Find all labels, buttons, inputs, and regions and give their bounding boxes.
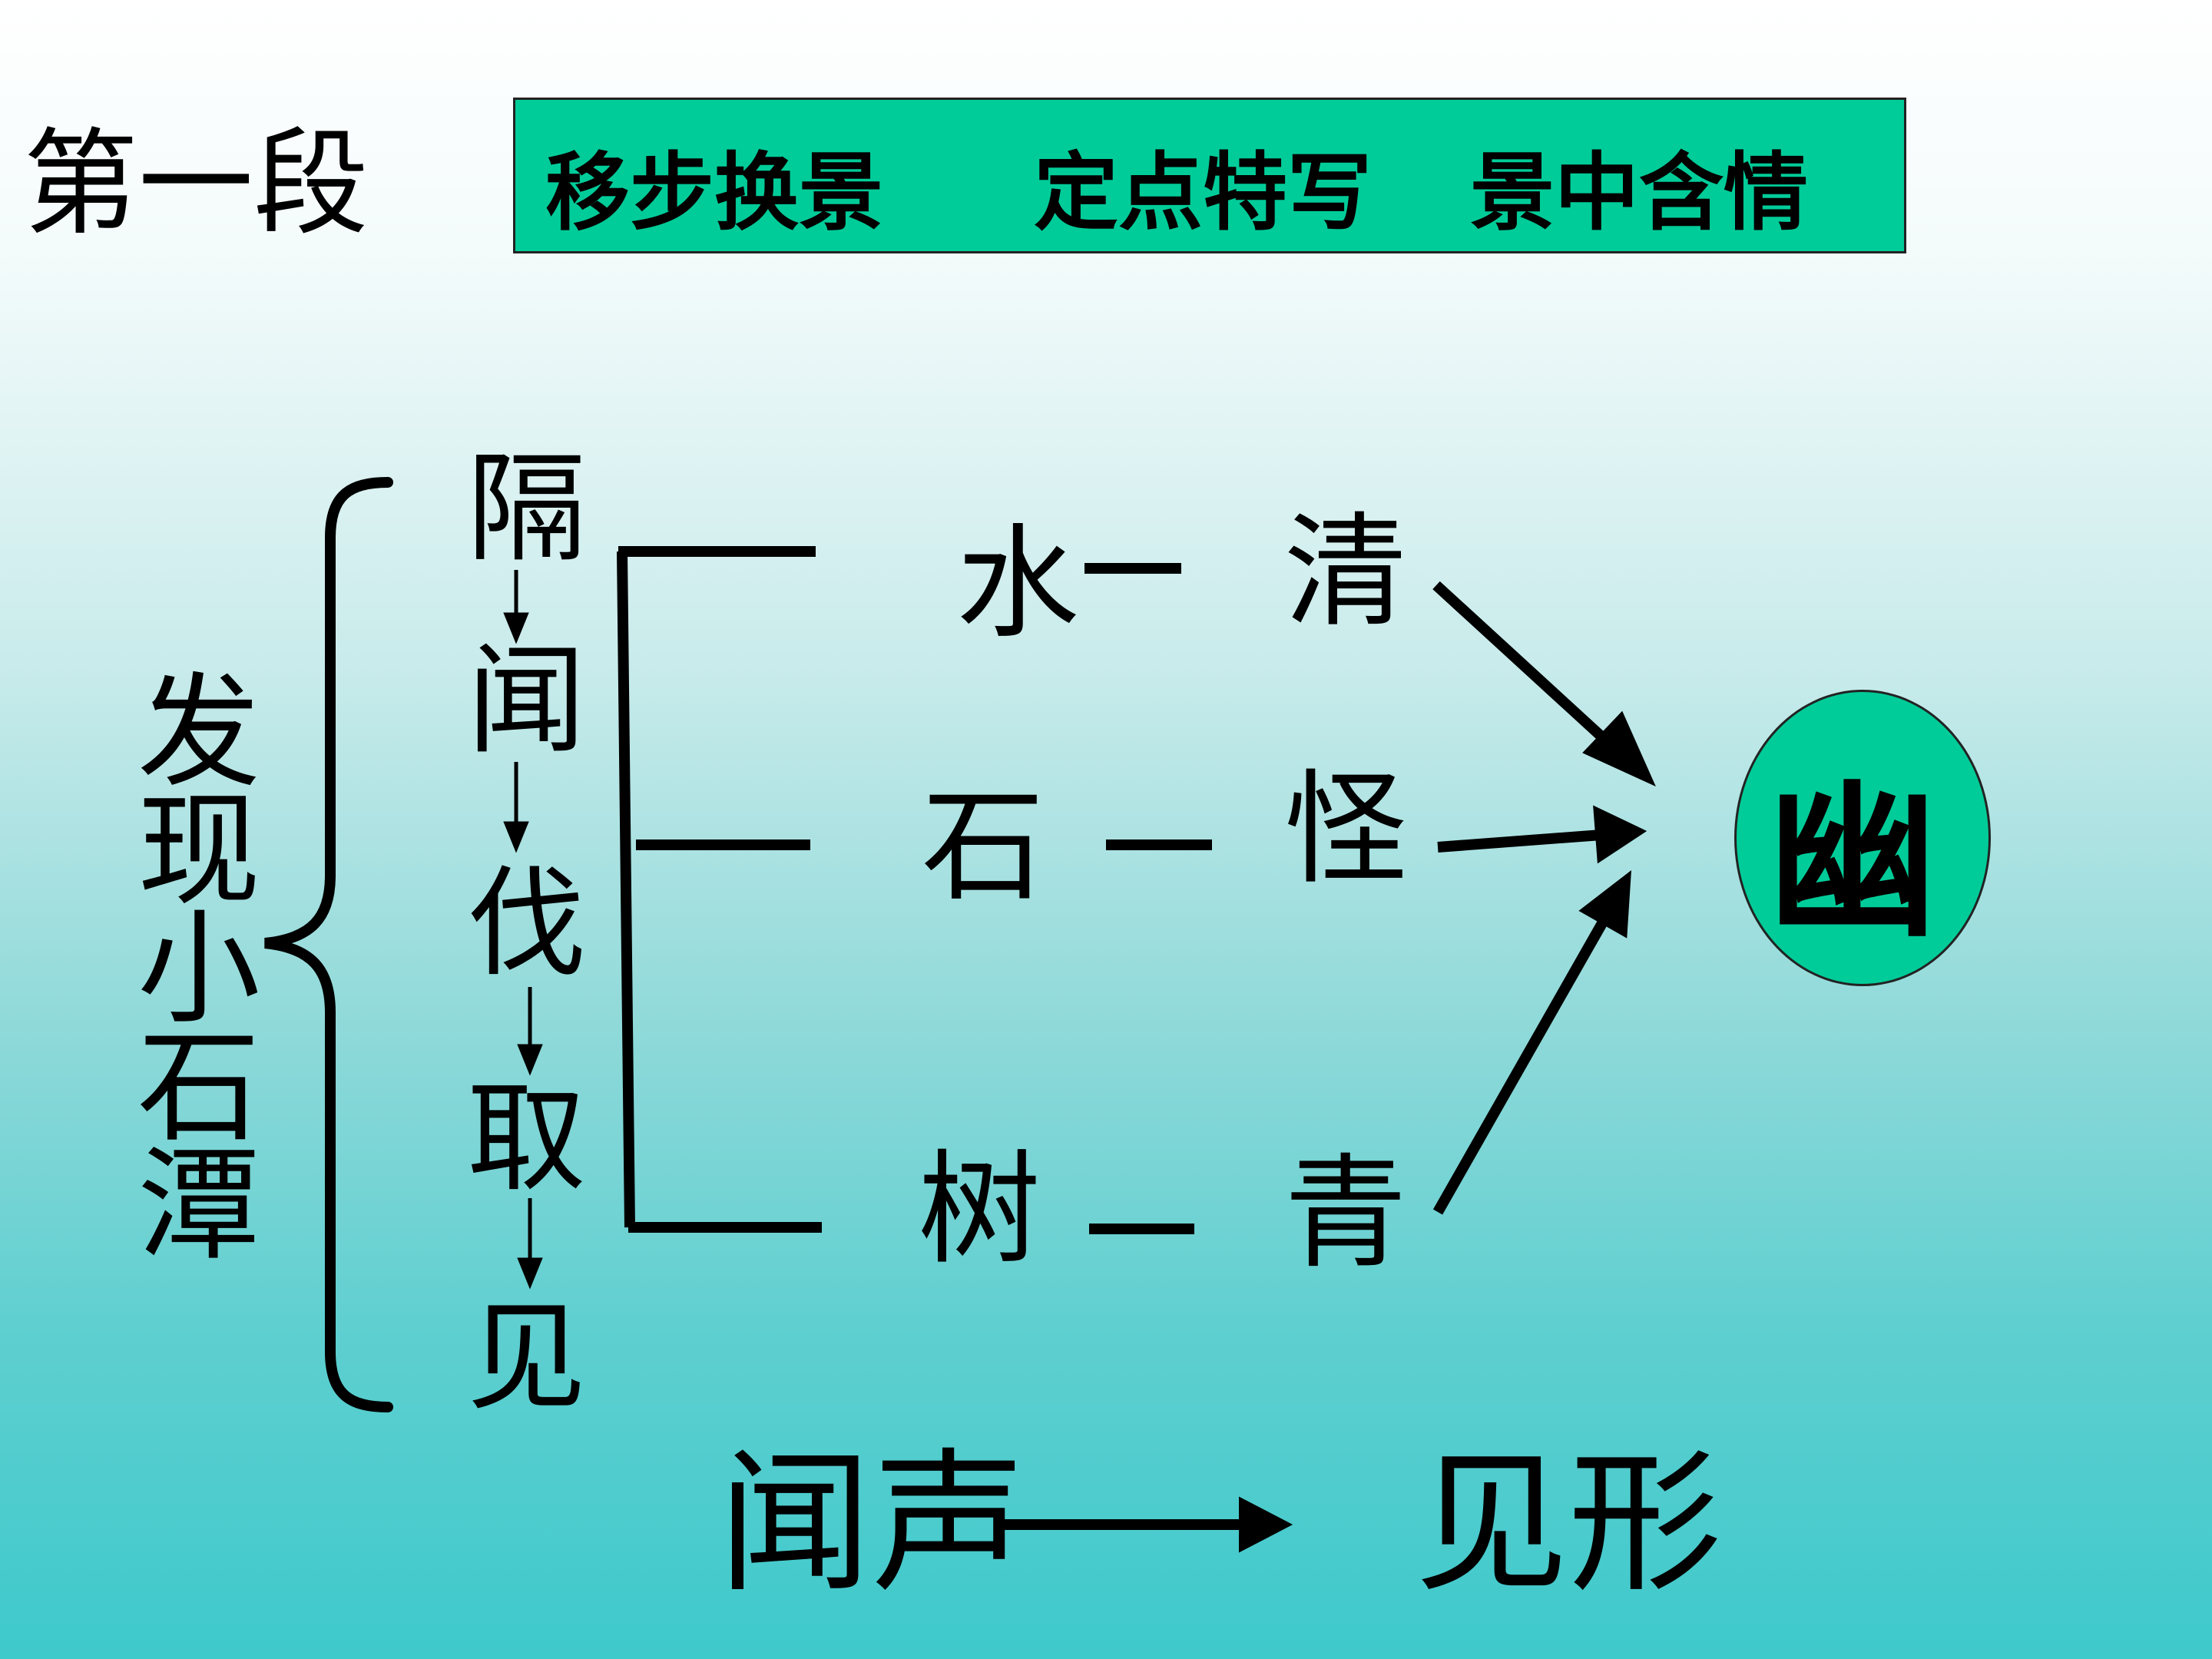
sequence-step-1: 隔 (467, 439, 586, 578)
side-label: 发现小石潭 (117, 667, 260, 1258)
slide-title: 第一段 (23, 118, 369, 251)
scene-quality-green: 青 (1284, 1141, 1408, 1285)
summary-item-1: 移步换景 (545, 143, 883, 242)
summary-item-2: 定点特写 (1034, 143, 1372, 242)
sequence-step-4: 取 (467, 1069, 586, 1208)
sequence-step-5: 见 (467, 1288, 586, 1427)
scene-quality-clear: 清 (1284, 500, 1408, 644)
sequence-step-3: 伐 (467, 854, 586, 993)
sequence-step-2: 闻 (467, 631, 586, 770)
bracket (617, 546, 822, 1233)
conclusion-text: 幽 (1768, 762, 1938, 961)
summary-box (513, 98, 1906, 253)
summary-item-3: 景中含情 (1470, 143, 1808, 242)
bottom-right-text: 见形 (1415, 1435, 1723, 1614)
curly-brace (264, 477, 393, 1412)
bottom-arrow (1002, 1496, 1293, 1553)
bottom-left-text: 闻声 (718, 1435, 1026, 1614)
scene-object-tree: 树 (918, 1137, 1041, 1281)
sequence-arrows (503, 570, 543, 1290)
scene-object-water: 水 (956, 512, 1080, 655)
scene-object-stone: 石 (922, 774, 1045, 918)
conclusion-circle (1734, 690, 1991, 986)
scene-quality-strange: 怪 (1284, 757, 1408, 901)
convergence-arrows (1432, 581, 1656, 1215)
dashes (1084, 563, 1212, 1234)
